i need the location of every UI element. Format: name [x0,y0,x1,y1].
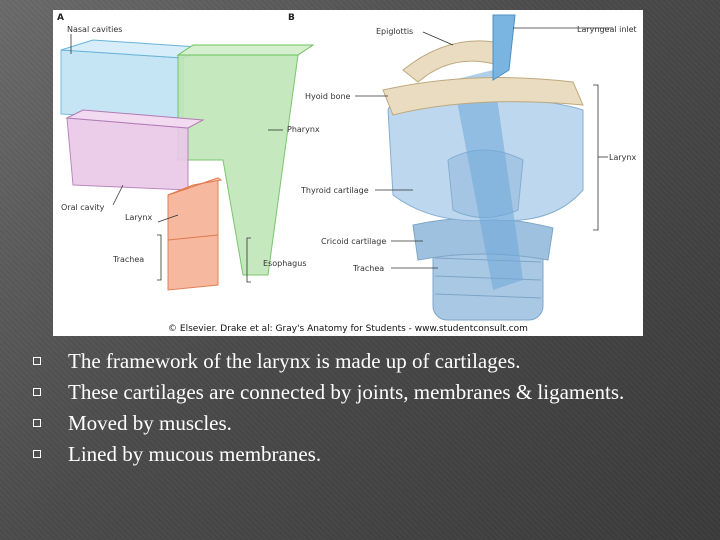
bullet-text: These cartilages are connected by joints… [68,380,625,404]
figure-credit: © Elsevier. Drake et al: Gray's Anatomy … [168,324,528,334]
label-larynx-b: Larynx [609,153,636,162]
square-bullet-icon [33,450,41,458]
panel-a-letter: A [57,13,64,23]
larynx-figure: A Nasal cavities Pharynx Oral cavity Lar… [53,10,643,336]
label-trachea-a: Trachea [112,255,144,264]
bullet-item: Moved by muscles. [30,408,700,439]
bullet-item: These cartilages are connected by joints… [30,377,700,408]
square-bullet-icon [33,388,41,396]
label-epiglottis: Epiglottis [376,27,413,36]
label-cricoid-cartilage: Cricoid cartilage [321,237,386,246]
anatomy-illustration: A Nasal cavities Pharynx Oral cavity Lar… [57,13,637,321]
label-trachea-b: Trachea [352,264,384,273]
label-esophagus: Esophagus [263,259,306,268]
bullet-text: Lined by mucous membranes. [68,442,322,466]
label-larynx-a: Larynx [125,213,152,222]
panel-b-letter: B [288,13,295,23]
label-thyroid-cartilage: Thyroid cartilage [300,186,369,195]
label-laryngeal-inlet: Laryngeal inlet [577,25,637,34]
bullet-text: The framework of the larynx is made up o… [68,349,521,373]
bullet-item: Lined by mucous membranes. [30,439,700,470]
square-bullet-icon [33,419,41,427]
label-nasal-cavities: Nasal cavities [67,25,122,34]
square-bullet-icon [33,357,41,365]
bullet-text: Moved by muscles. [68,411,232,435]
label-hyoid-bone: Hyoid bone [305,92,351,101]
bullet-list: The framework of the larynx is made up o… [30,346,700,470]
label-pharynx: Pharynx [287,125,320,134]
bullet-item: The framework of the larynx is made up o… [30,346,700,377]
label-oral-cavity: Oral cavity [61,203,105,212]
